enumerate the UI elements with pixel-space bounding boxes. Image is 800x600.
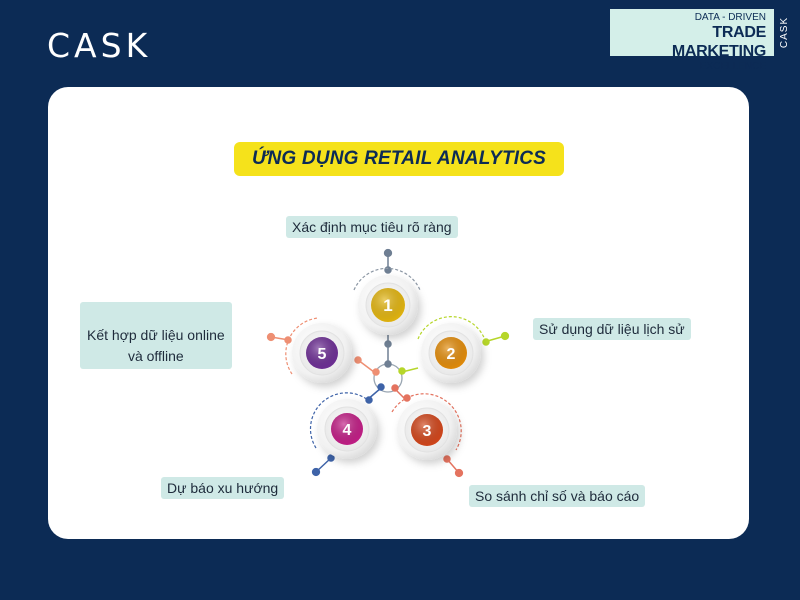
- connector-2: [398, 331, 510, 375]
- step-5-number: 5: [318, 346, 327, 363]
- badge-line-trade-marketing: TRADE MARKETING: [671, 24, 766, 60]
- arc-2: [417, 316, 487, 344]
- step-1-label: Xác định mục tiêu rõ ràng: [286, 216, 458, 238]
- step-1: 1: [358, 275, 418, 335]
- step-2-label: Sử dụng dữ liệu lịch sử: [533, 318, 691, 340]
- diagram-title: ỨNG DỤNG RETAIL ANALYTICS: [234, 142, 564, 176]
- step-3-number: 3: [423, 423, 432, 440]
- connector-3: [391, 384, 464, 478]
- badge-line-excellence: EXCELLENCE: [699, 61, 766, 72]
- step-4-label-text: Dự báo xu hướng: [167, 480, 279, 496]
- arc-5: [285, 317, 319, 375]
- step-3-label: So sánh chỉ số và báo cáo: [469, 485, 646, 507]
- step-2: 2: [421, 323, 481, 383]
- step-4: 4: [317, 399, 377, 459]
- step-5-label: Kết hợp dữ liệu online và offline: [80, 302, 232, 369]
- step-3: 3: [397, 400, 457, 460]
- connector-4: [311, 383, 385, 477]
- step-2-number: 2: [447, 346, 456, 363]
- badge-text-block: DATA - DRIVEN TRADE MARKETING EXCELLENCE: [610, 9, 774, 72]
- trade-marketing-badge: DATA - DRIVEN TRADE MARKETING EXCELLENCE…: [610, 9, 795, 72]
- step-5-label-text: Kết hợp dữ liệu online và offline: [87, 327, 225, 364]
- step-4-label: Dự báo xu hướng: [161, 477, 285, 499]
- badge-line-data-driven: DATA - DRIVEN: [694, 12, 766, 23]
- step-2-label-text: Sử dụng dữ liệu lịch sử: [539, 321, 685, 337]
- badge-side-strip: CASK: [774, 9, 795, 56]
- arc-3: [391, 393, 462, 451]
- cask-logo: CASK: [47, 26, 152, 65]
- step-1-number: 1: [383, 296, 392, 315]
- arc-4: [309, 392, 369, 449]
- step-4-number: 4: [343, 422, 352, 439]
- step-5: 5: [292, 323, 352, 383]
- step-1-label-text: Xác định mục tiêu rõ ràng: [292, 219, 452, 235]
- arc-1: [353, 267, 421, 291]
- step-3-label-text: So sánh chỉ số và báo cáo: [475, 488, 640, 504]
